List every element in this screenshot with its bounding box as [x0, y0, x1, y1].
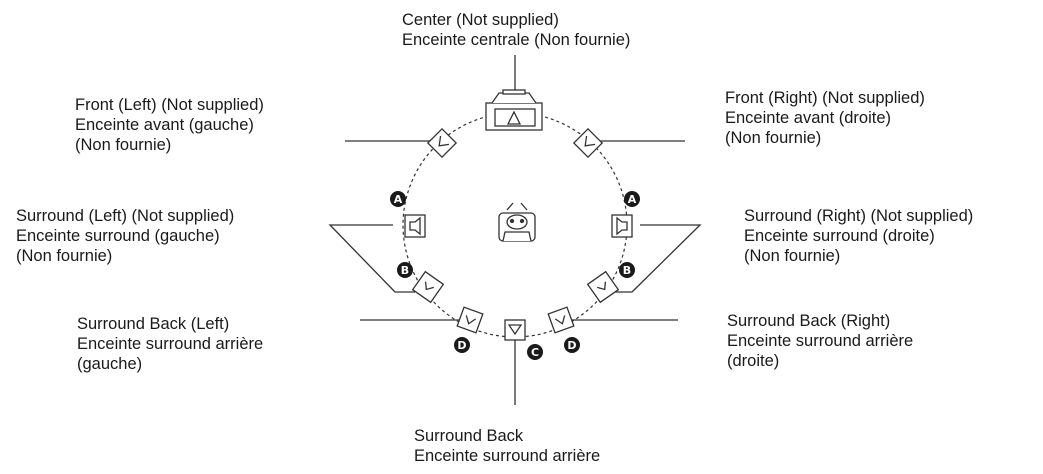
label-front-right-line-1: Front (Right) (Not supplied) [725, 89, 925, 107]
label-front-left-line-1: Front (Left) (Not supplied) [75, 96, 264, 114]
label-surround-left-line-1: Surround (Left) (Not supplied) [16, 207, 235, 225]
label-surround-right: Surround (Right) (Not supplied) Enceinte… [744, 206, 973, 266]
leader-lines [328, 55, 702, 405]
svg-text:A: A [394, 193, 403, 206]
svg-text:D: D [567, 339, 576, 352]
label-front-right-line-3: (Non fournie) [725, 129, 822, 147]
label-surround-back-left-line-1: Surround Back (Left) [77, 315, 230, 333]
label-surround-left-line-2: Enceinte surround (gauche) [16, 227, 220, 245]
center-speaker-icon [485, 89, 543, 131]
surround-back-center-speaker-icon [504, 319, 526, 341]
label-surround-right-line-2: Enceinte surround (droite) [744, 227, 935, 245]
label-surround-right-line-3: (Non fournie) [744, 247, 841, 265]
label-center-line-2: Enceinte centrale (Non fournie) [402, 31, 631, 49]
label-surround-left-line-3: (Non fournie) [16, 247, 113, 265]
surround-back-right-speaker-icon [547, 306, 575, 334]
label-surround-back-right-line-3: (droite) [727, 352, 780, 370]
label-surround-back-line-1: Surround Back [414, 427, 524, 445]
label-front-right-line-2: Enceinte avant (droite) [725, 109, 892, 127]
front-right-speaker-icon [572, 127, 604, 159]
surround-right-speaker-icon [611, 214, 633, 238]
label-front-right: Front (Right) (Not supplied) Enceinte av… [725, 88, 925, 148]
label-surround-left: Surround (Left) (Not supplied) Enceinte … [16, 206, 234, 266]
surround-back-left-speaker-icon [456, 306, 484, 334]
label-front-left-line-2: Enceinte avant (gauche) [75, 116, 254, 134]
label-front-left: Front (Left) (Not supplied) Enceinte ava… [75, 95, 264, 155]
svg-text:C: C [531, 346, 539, 359]
listener-icon [498, 202, 536, 242]
label-surround-back-line-2: Enceinte surround arrière [414, 447, 601, 465]
svg-text:A: A [628, 193, 637, 206]
label-surround-back-left-line-3: (gauche) [77, 355, 143, 373]
surround-b-left-speaker-icon [411, 270, 445, 304]
front-left-speaker-icon [426, 127, 458, 159]
label-surround-back-left: Surround Back (Left) Enceinte surround a… [77, 314, 263, 374]
surround-left-speaker-icon [404, 214, 426, 238]
label-surround-back-right-line-1: Surround Back (Right) [727, 312, 891, 330]
label-surround-right-line-1: Surround (Right) (Not supplied) [744, 207, 974, 225]
svg-text:B: B [401, 264, 409, 277]
label-surround-back: Surround Back Enceinte surround arrière [414, 426, 600, 466]
label-center: Center (Not supplied) Enceinte centrale … [402, 10, 630, 50]
badge-b-right: B [619, 262, 635, 278]
label-surround-back-right: Surround Back (Right) Enceinte surround … [727, 311, 913, 371]
badge-d-left: D [454, 337, 470, 353]
badge-c: C [527, 344, 543, 360]
surround-b-right-speaker-icon [586, 270, 620, 304]
label-center-line-1: Center (Not supplied) [402, 11, 559, 29]
label-surround-back-left-line-2: Enceinte surround arrière [77, 335, 264, 353]
label-front-left-line-3: (Non fournie) [75, 136, 172, 154]
badge-a-left: A [390, 191, 406, 207]
svg-text:B: B [623, 264, 631, 277]
badge-b-left: B [397, 262, 413, 278]
label-surround-back-right-line-2: Enceinte surround arrière [727, 332, 914, 350]
badge-a-right: A [624, 191, 640, 207]
badge-d-right: D [564, 337, 580, 353]
svg-text:D: D [457, 339, 466, 352]
